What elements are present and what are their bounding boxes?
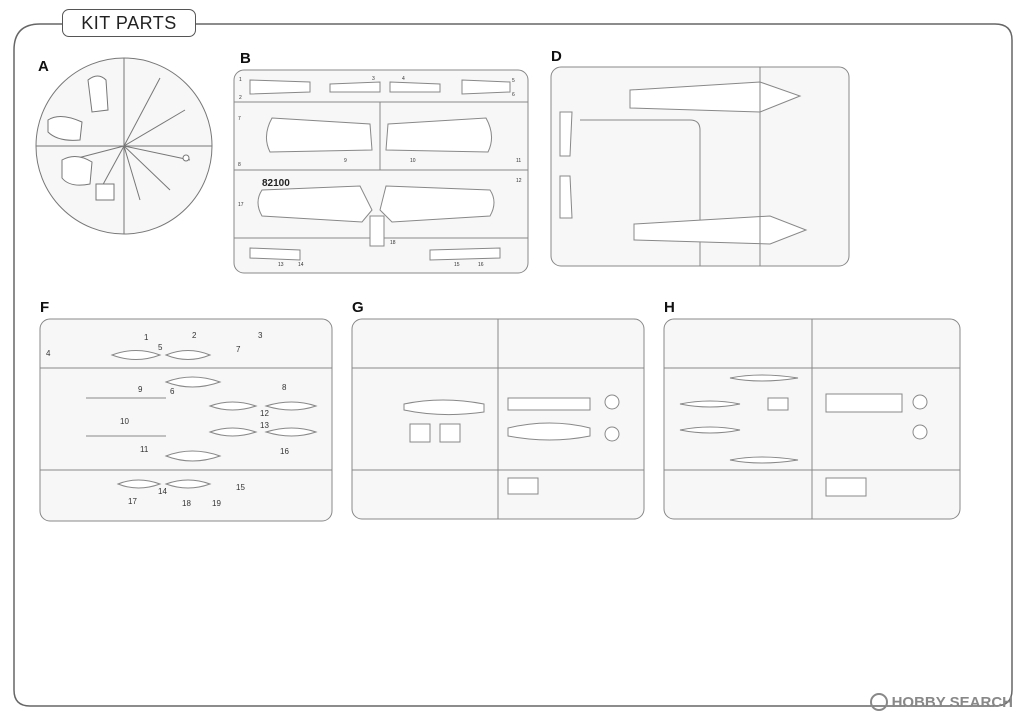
sprue-label-a: A — [38, 58, 49, 75]
sprue-b — [233, 69, 529, 274]
f-part-2: 2 — [192, 331, 197, 340]
hobby-search-logo-icon — [869, 693, 888, 711]
f-part-1: 1 — [144, 333, 149, 342]
b-part-14: 14 — [298, 262, 304, 268]
f-part-11: 11 — [140, 445, 149, 454]
sprue-label-d: D — [551, 48, 562, 65]
f-part-6: 6 — [170, 387, 175, 396]
sprue-f — [39, 318, 333, 522]
sprue-label-b: B — [240, 50, 251, 67]
sprue-g — [351, 318, 645, 520]
sprue-b-code: 82100 — [262, 178, 290, 189]
b-part-1: 1 — [239, 77, 242, 83]
b-part-9: 9 — [344, 158, 347, 164]
b-part-2: 2 — [239, 95, 242, 101]
sprue-f-part-numbers: 1 2 3 4 5 6 7 8 9 10 11 12 13 14 15 16 1… — [46, 331, 289, 508]
b-part-17: 17 — [238, 202, 244, 208]
b-part-3: 3 — [372, 76, 375, 82]
sprue-label-h: H — [664, 299, 675, 316]
sprue-label-g: G — [352, 299, 364, 316]
sprue-label-f: F — [40, 299, 50, 316]
kit-parts-title: KIT PARTS — [62, 9, 196, 37]
f-part-5: 5 — [158, 343, 163, 352]
b-part-13: 13 — [278, 262, 284, 268]
b-part-5: 5 — [512, 78, 515, 84]
b-part-10: 10 — [410, 158, 416, 164]
b-part-15: 15 — [454, 262, 460, 268]
f-part-12: 12 — [260, 409, 269, 418]
b-part-12: 12 — [516, 178, 522, 184]
sprue-b-part-numbers: 1 2 3 4 5 6 7 8 9 10 11 12 13 14 15 16 1… — [238, 76, 522, 268]
f-part-13: 13 — [260, 421, 269, 430]
f-part-17: 17 — [128, 497, 137, 506]
f-part-7: 7 — [236, 345, 241, 354]
sprue-d — [550, 66, 850, 267]
b-part-7: 7 — [238, 116, 241, 122]
watermark: HOBBY SEARCH — [869, 693, 1013, 711]
f-part-8: 8 — [282, 383, 287, 392]
f-part-10: 10 — [120, 417, 129, 426]
f-part-15: 15 — [236, 483, 245, 492]
f-part-3: 3 — [258, 331, 263, 340]
b-part-4: 4 — [402, 76, 405, 82]
sprue-a — [35, 57, 213, 235]
f-part-4: 4 — [46, 349, 51, 358]
f-part-9: 9 — [138, 385, 143, 394]
b-part-11: 11 — [516, 158, 521, 164]
b-part-6: 6 — [512, 92, 515, 98]
b-part-16: 16 — [478, 262, 484, 268]
f-part-14: 14 — [158, 487, 167, 496]
f-part-16: 16 — [280, 447, 289, 456]
f-part-18: 18 — [182, 499, 191, 508]
b-part-18: 18 — [390, 240, 396, 246]
sprue-h — [663, 318, 961, 520]
b-part-8: 8 — [238, 162, 241, 168]
f-part-19: 19 — [212, 499, 221, 508]
watermark-text: HOBBY SEARCH — [891, 693, 1013, 711]
